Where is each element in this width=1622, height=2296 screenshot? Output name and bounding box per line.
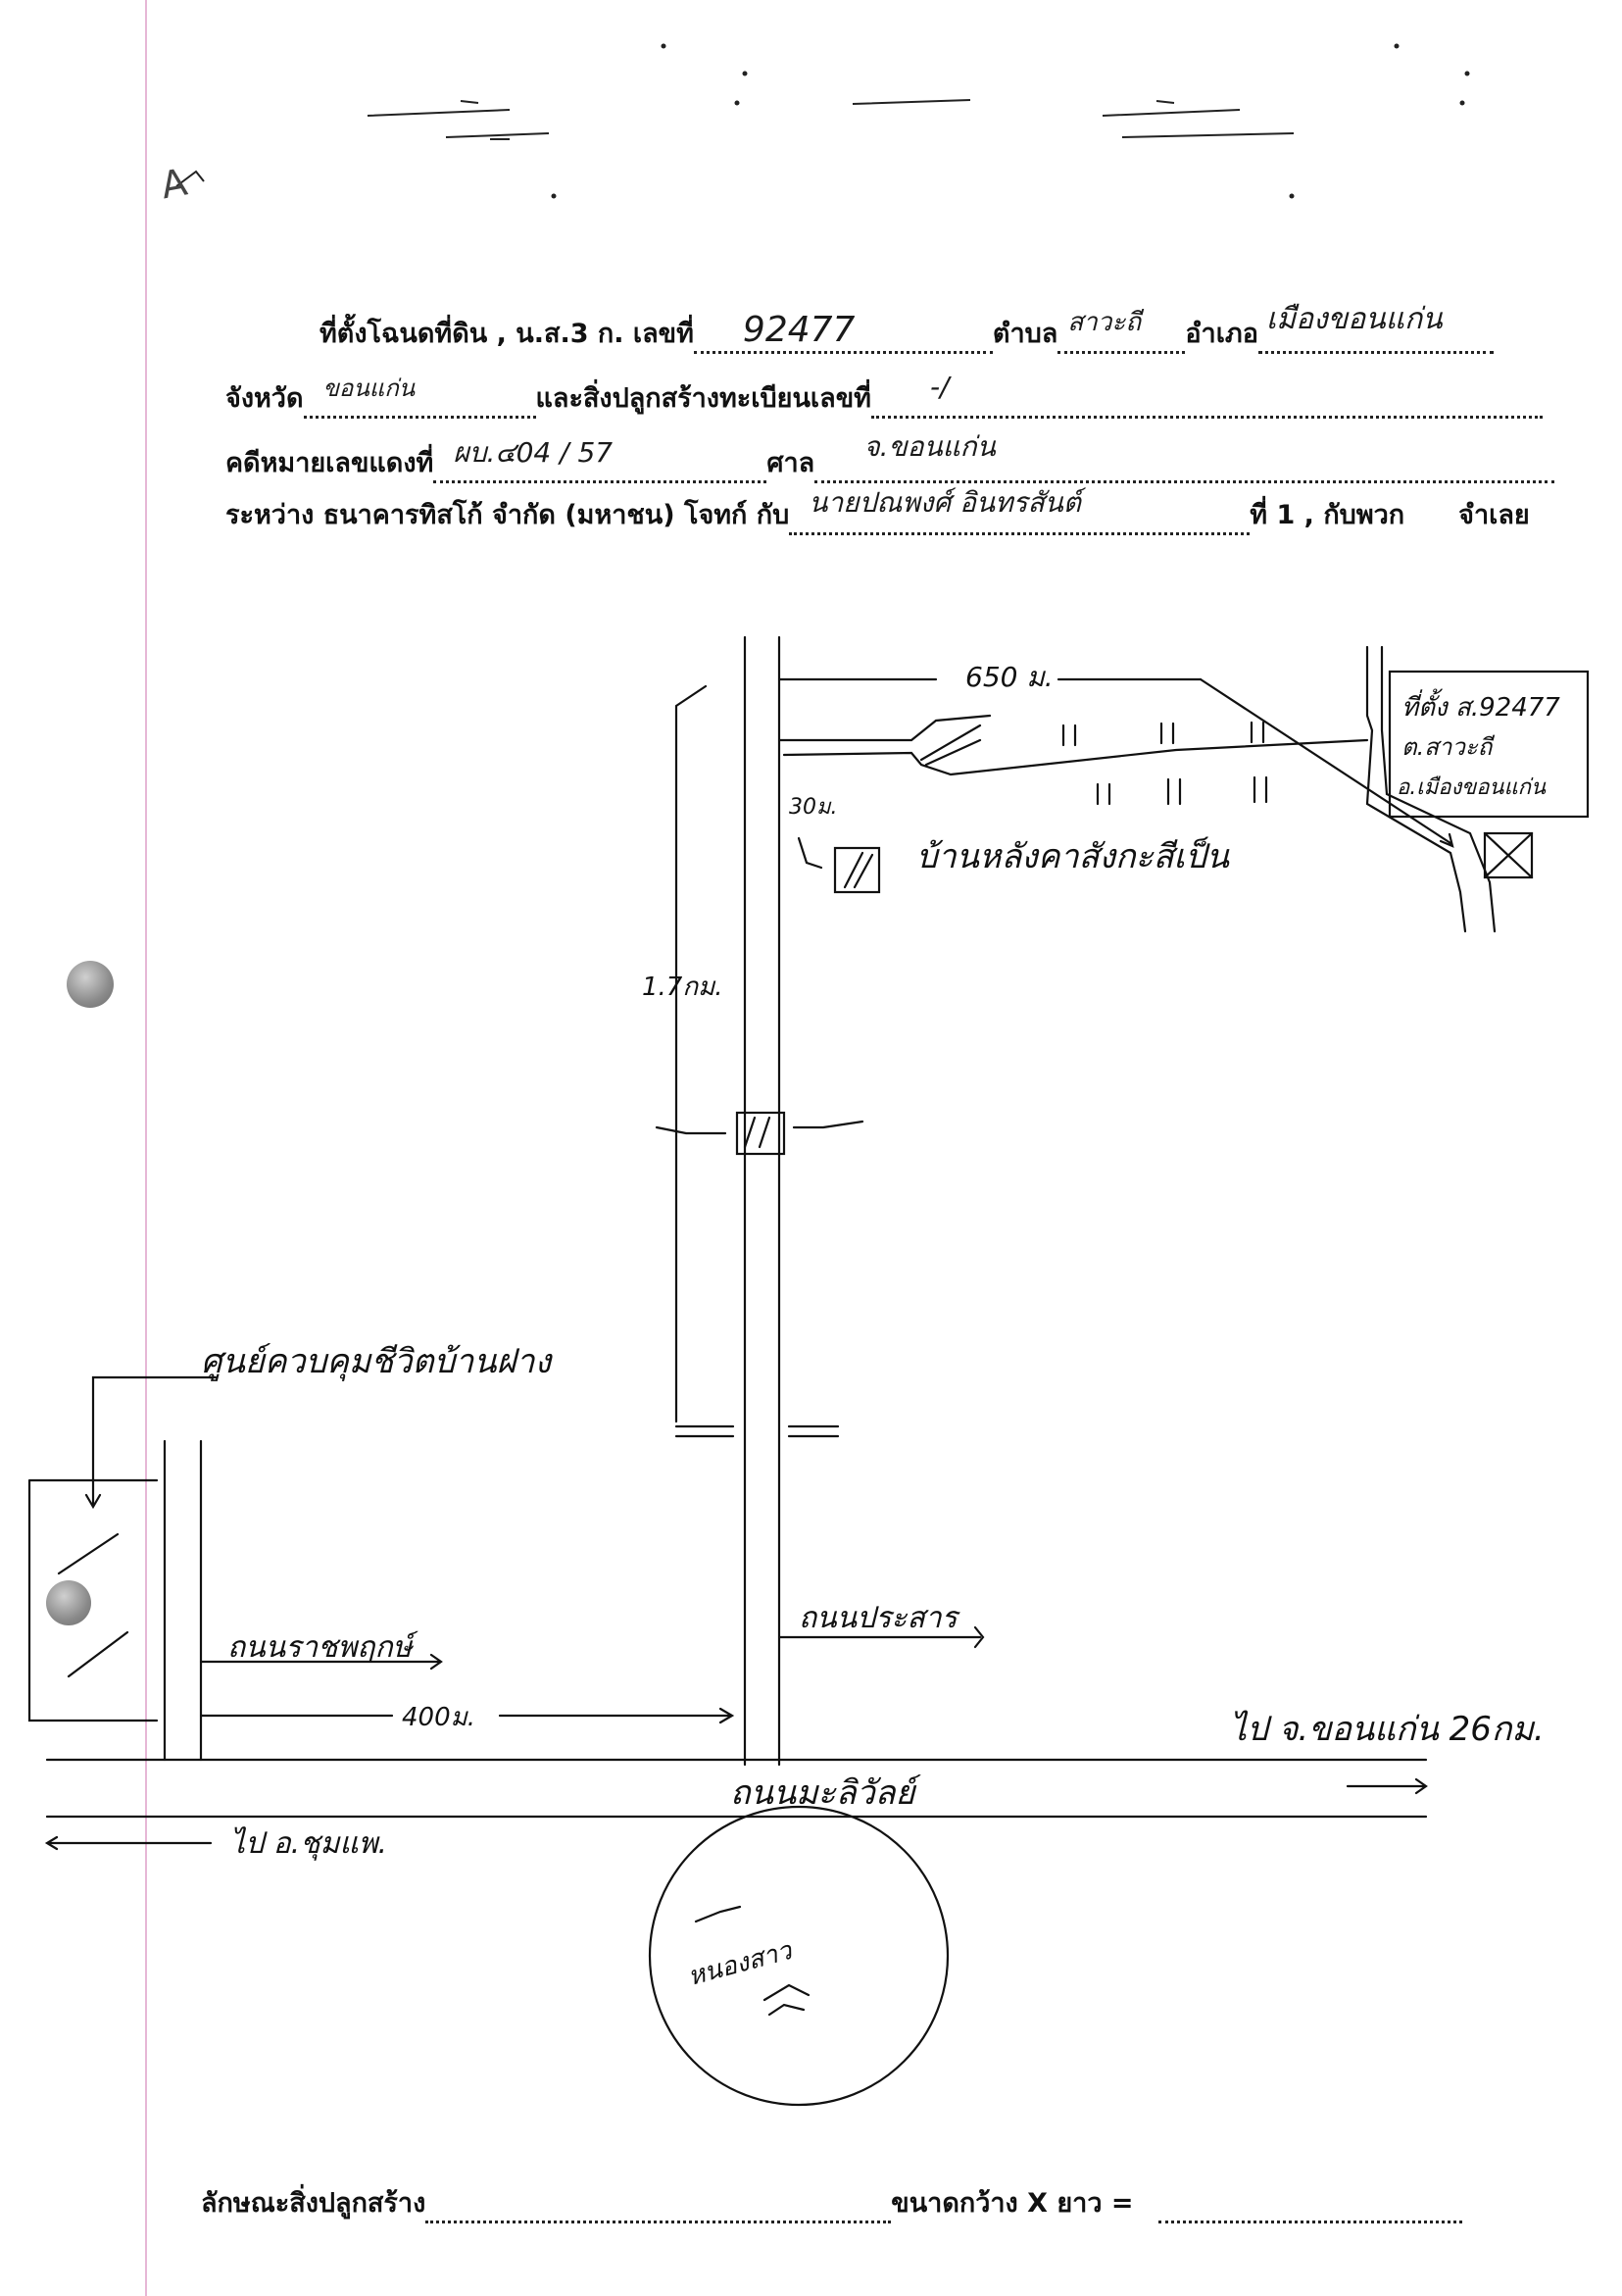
label-between: ระหว่าง ธนาคารทิสโก้ จำกัด (มหาชน) โจทก์… [225,500,790,530]
label-dist-400: 400ม. [402,1703,475,1732]
header-line-2: จังหวัด ขอนแก่น และสิ่งปลูกสร้างทะเบียนเลข… [225,371,1543,419]
target-line-3: อ.เมืองขอนแก่น [1397,775,1547,800]
punch-hole-top [67,961,114,1008]
province: ขอนแก่น [322,374,416,402]
subdistrict: สาวะถี [1067,308,1142,337]
label-province: จังหวัด [225,383,304,414]
building-reg: -/ [929,371,950,403]
target-parcel [1483,831,1534,879]
label-tail: ที่ 1 , กับพวก [1250,500,1405,530]
label-subdistrict: ตำบล [992,319,1058,349]
label-building-type: ลักษณะสิ่งปลูกสร้าง [201,2188,426,2219]
label-to-chumphae: ไป อ.ชุมแพ. [230,1826,387,1861]
label-end: จำเลย [1458,500,1530,530]
target-line-2: ต.สาวะถี [1401,733,1495,761]
house-symbol [833,846,881,894]
label-dist-top: 650 ม. [965,661,1054,693]
label-size: ขนาดกว้าง X ยาว = [891,2188,1134,2219]
label-location: ที่ตั้งโฉนดที่ดิน , น.ส.3 ก. เลขที่ [319,319,694,349]
label-center: ศูนย์ควบคุมชีวิตบ้านฝาง [201,1342,553,1381]
case-number: ผบ.๔04 / 57 [453,436,614,469]
main-road [743,635,781,1767]
label-road-mali: ถนนมะลิวัลย์ [730,1773,921,1813]
target-label-box [1388,670,1590,819]
deed-number: 92477 [742,310,856,350]
label-district: อำเภอ [1185,319,1258,349]
bridge-marker [735,1111,786,1156]
label-case: คดีหมายเลขแดงที่ [225,448,434,478]
label-building-reg: และสิ่งปลูกสร้างทะเบียนเลขที่ [535,383,871,414]
footer-line: ลักษณะสิ่งปลูกสร้าง ขนาดกว้าง X ยาว = [201,2181,1462,2223]
defendant: นายปณพงศ์ อินทรสันต์ [809,486,1081,519]
header-line-1: ที่ตั้งโฉนดที่ดิน , น.ส.3 ก. เลขที่ 92477… [319,302,1494,354]
header-line-4: ระหว่าง ธนาคารทิสโก้ จำกัด (มหาชน) โจทก์… [225,486,1530,535]
margin-line [145,0,147,2296]
label-road-ratchaphruek: ถนนราชพฤกษ์ [227,1630,418,1665]
target-line-1: ที่ตั้ง ส.92477 [1401,688,1560,723]
label-house: บ้านหลังคาสังกะสีเป็น [916,836,1230,876]
access-track [777,714,1369,776]
top-scan-marks: A [158,43,1470,207]
stamp-circle [648,1805,950,2107]
district: เมืองขอนแก่น [1265,302,1443,336]
court: จ.ขอนแก่น [863,430,996,463]
road-mali [45,1758,1428,1819]
header-line-3: คดีหมายเลขแดงที่ ผบ.๔04 / 57 ศาล จ.ขอนแก่น [225,430,1555,483]
label-dist-vertical: 1.7กม. [642,973,723,1002]
label-to-khonkaen: ไป จ.ขอนแก่น 26กม. [1230,1710,1545,1749]
stamp-text: หนองสาว [685,1936,797,1992]
label-court: ศาล [766,448,815,478]
punch-hole-bottom [46,1580,91,1625]
label-dist-30: 30ม. [789,795,838,820]
label-road-prachasamoson: ถนนประสาร [799,1601,961,1635]
